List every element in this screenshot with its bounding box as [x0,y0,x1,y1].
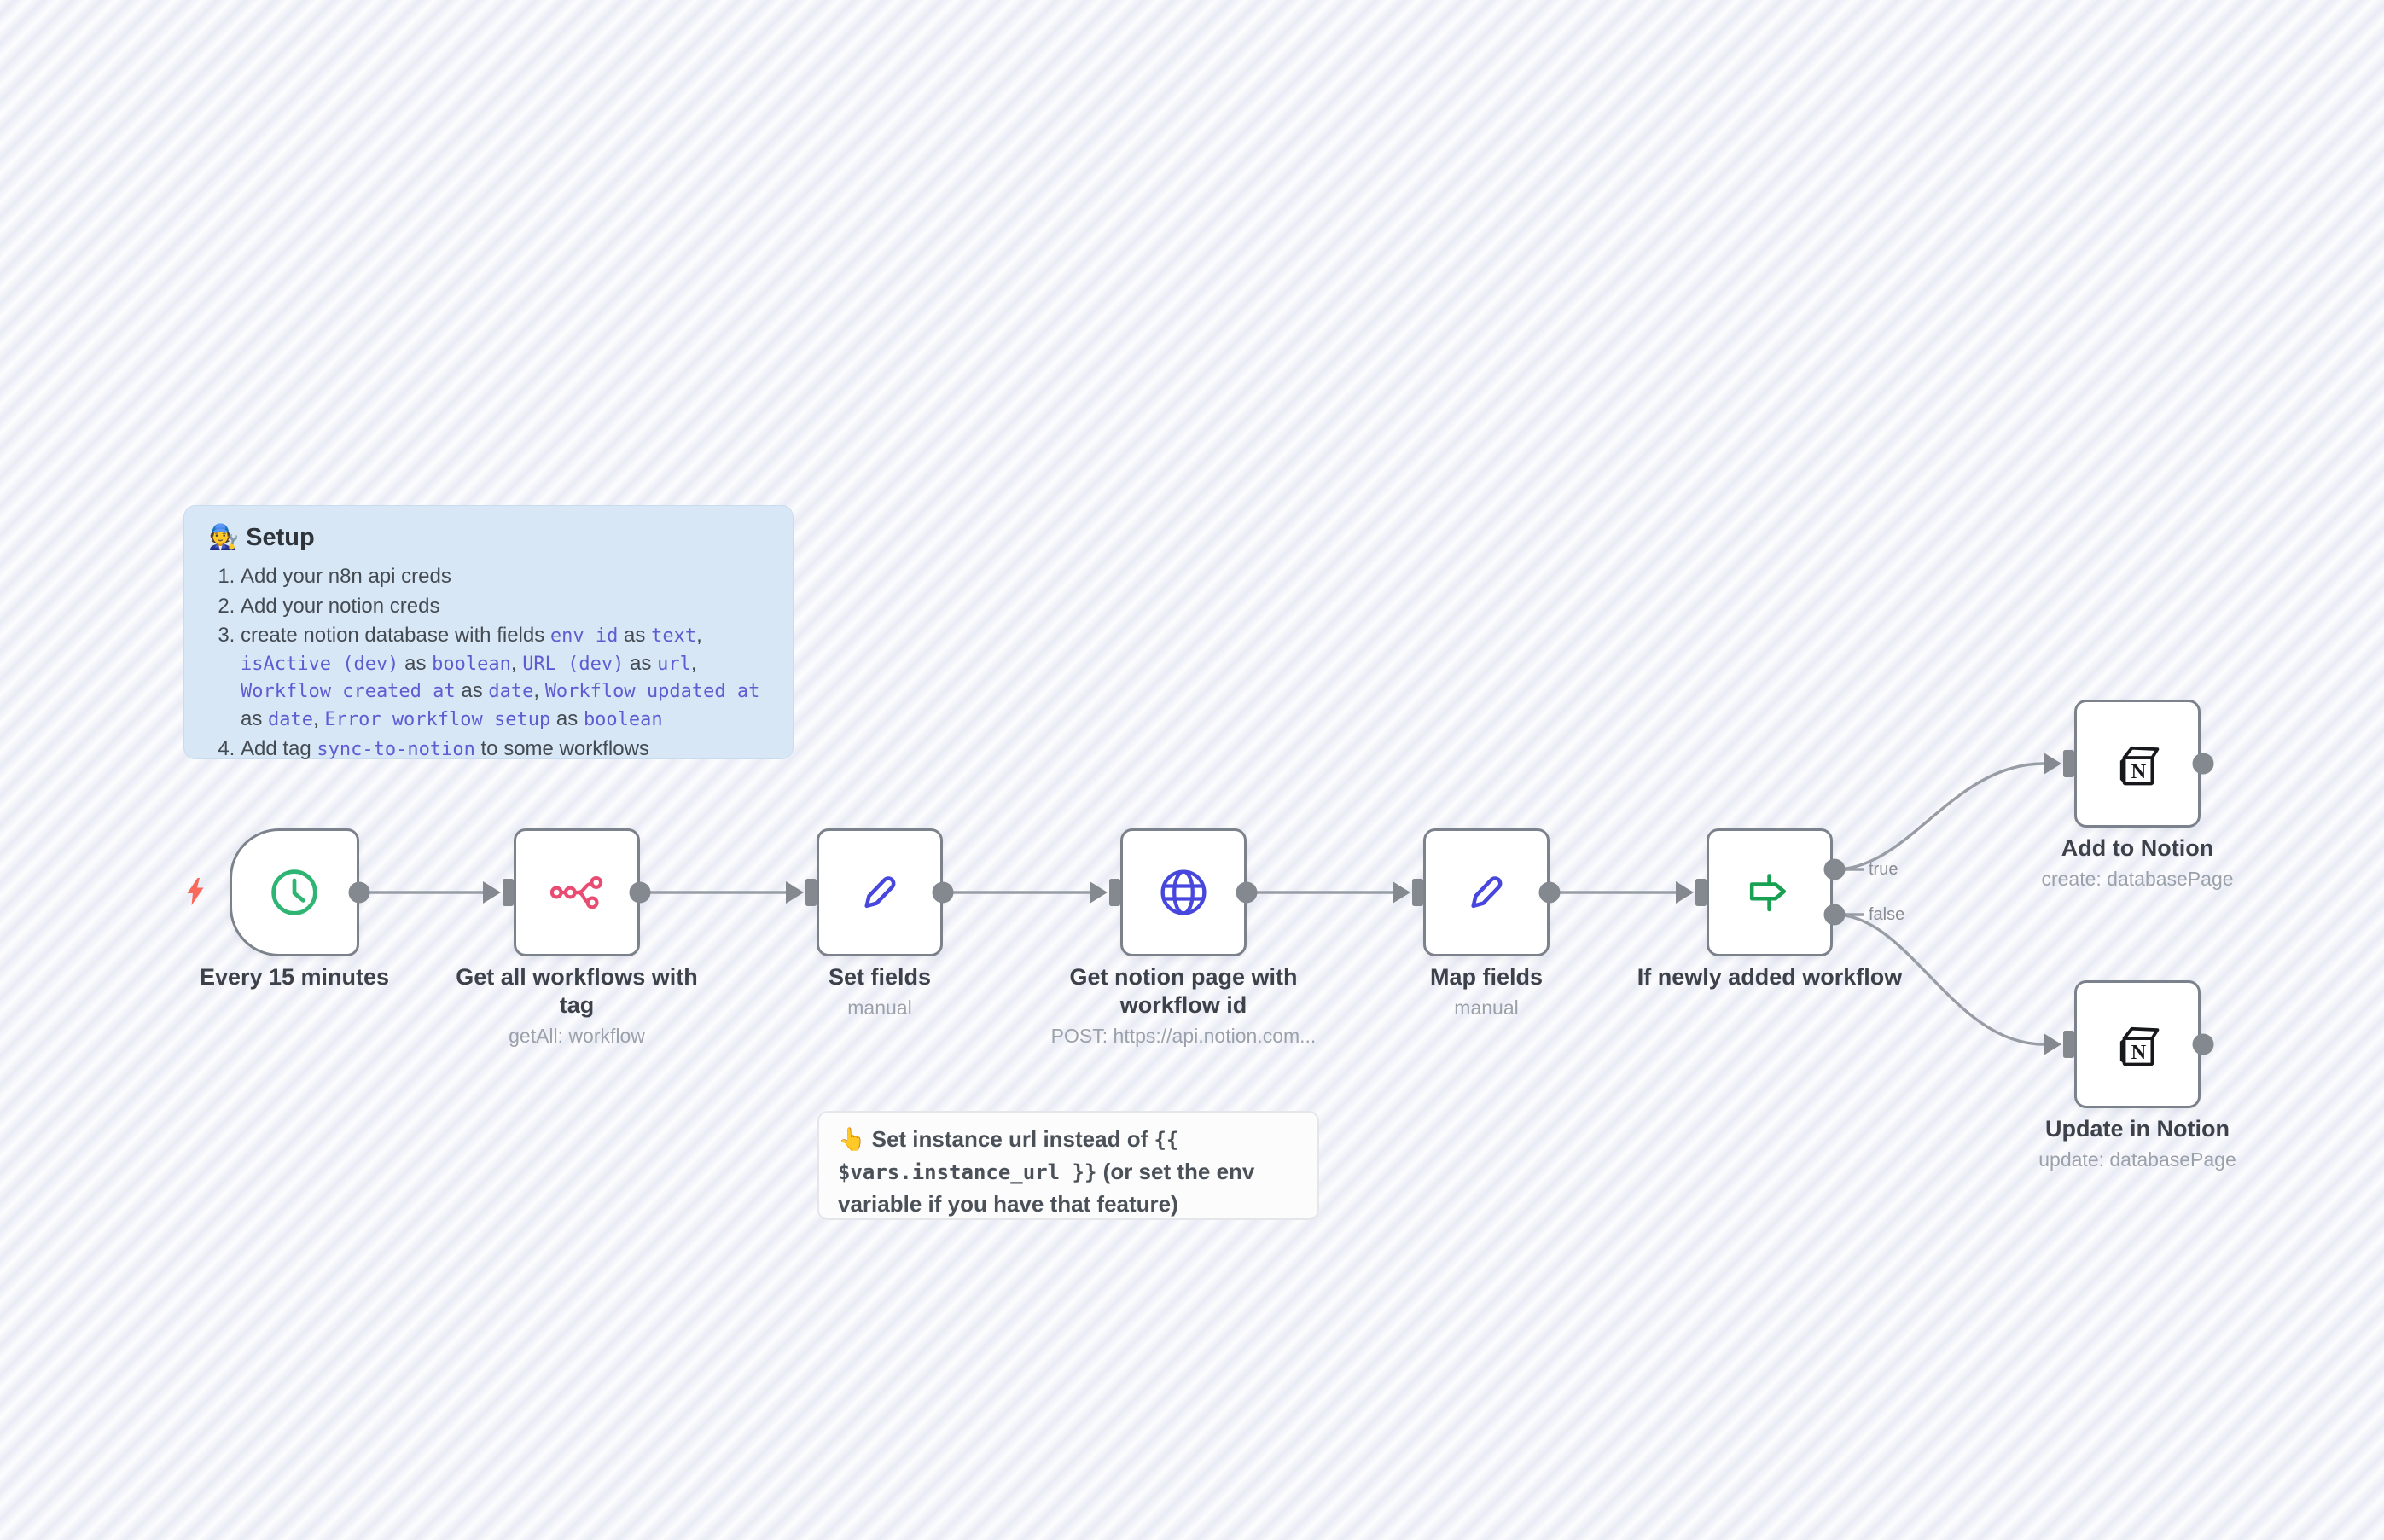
node-sublabel: create: databasePage [2041,868,2234,890]
input-port [2063,1031,2074,1058]
setup-step: Add tag sync-to-notion to some workflows [241,735,769,764]
setup-note-title-text: Setup [246,524,315,551]
svg-text:N: N [2131,1041,2147,1064]
input-port [1695,879,1707,906]
node-sublabel: getAll: workflow [509,1025,645,1047]
node-update-in-notion[interactable]: N Update in Notion update: databasePage [2038,980,2236,1171]
trigger-bolt-icon [187,878,204,905]
setup-step: Add your notion creds [241,593,769,620]
input-port [805,879,817,906]
input-port [2063,750,2074,777]
signpost-icon [1745,868,1794,917]
notion-icon: N [2112,1019,2163,1070]
node-label: Map fields [1429,964,1544,990]
node-label: Add to Notion [2061,835,2214,861]
wire-true-to-add-to-notion [1834,762,2044,871]
input-arrow [786,881,804,904]
input-arrow [1393,881,1410,904]
node-label: If newly added workflow [1637,964,1903,990]
node-add-to-notion[interactable]: N Add to Notion create: databasePage [2041,700,2234,890]
input-port [1412,879,1423,906]
node-sublabel: manual [847,997,912,1019]
node-if-newly-added-workflow[interactable]: If newly added workflow [1637,828,1902,990]
node-every-15-minutes[interactable]: Every 15 minutes [200,828,389,990]
input-arrow [2044,1033,2061,1055]
node-sublabel: update: databasePage [2038,1148,2236,1171]
input-port [503,879,514,906]
pencil-icon [1461,867,1512,918]
setup-step: create notion database with fields env i… [241,622,769,733]
setup-steps-list: Add your n8n api creds Add your notion c… [208,563,769,764]
node-get-all-workflows-with-tag[interactable]: Get all workflows with tag getAll: workf… [456,828,698,1047]
output-label-true: true [1869,860,1898,879]
node-label: Get notion page with workflow id [1069,964,1298,1018]
mechanic-emoji: 🧑‍🔧 [208,524,240,551]
clock-icon [269,867,320,918]
node-label: Get all workflows with tag [456,964,698,1018]
n8n-icon [549,875,603,910]
output-label-false: false [1869,905,1905,924]
node-map-fields[interactable]: Map fields manual [1423,828,1550,1019]
node-sublabel: manual [1454,997,1519,1019]
input-arrow [483,881,501,904]
input-arrow [1676,881,1694,904]
notion-icon: N [2112,738,2163,789]
svg-text:N: N [2131,760,2147,783]
pencil-icon [854,867,905,918]
node-label: Update in Notion [2045,1116,2230,1142]
node-label: Every 15 minutes [199,964,390,990]
setup-note-title: 🧑‍🔧 Setup [208,523,769,552]
setup-step: Add your n8n api creds [241,563,769,590]
sticky-note-setup[interactable]: 🧑‍🔧 Setup Add your n8n api creds Add you… [183,505,794,760]
node-sublabel: POST: https://api.notion.com... [1050,1025,1317,1047]
node-label: Set fields [828,964,932,990]
input-port [1109,879,1120,906]
node-get-notion-page[interactable]: Get notion page with workflow id POST: h… [1051,828,1316,1047]
input-arrow [2044,753,2061,775]
input-arrow [1090,881,1108,904]
globe-icon [1158,867,1209,918]
node-set-fields[interactable]: Set fields manual [817,828,943,1019]
sticky-note-instance-url[interactable]: 👆 Set instance url instead of {{ $vars.i… [817,1111,1319,1220]
instance-note-text: 👆 Set instance url instead of {{ $vars.i… [838,1126,1255,1217]
